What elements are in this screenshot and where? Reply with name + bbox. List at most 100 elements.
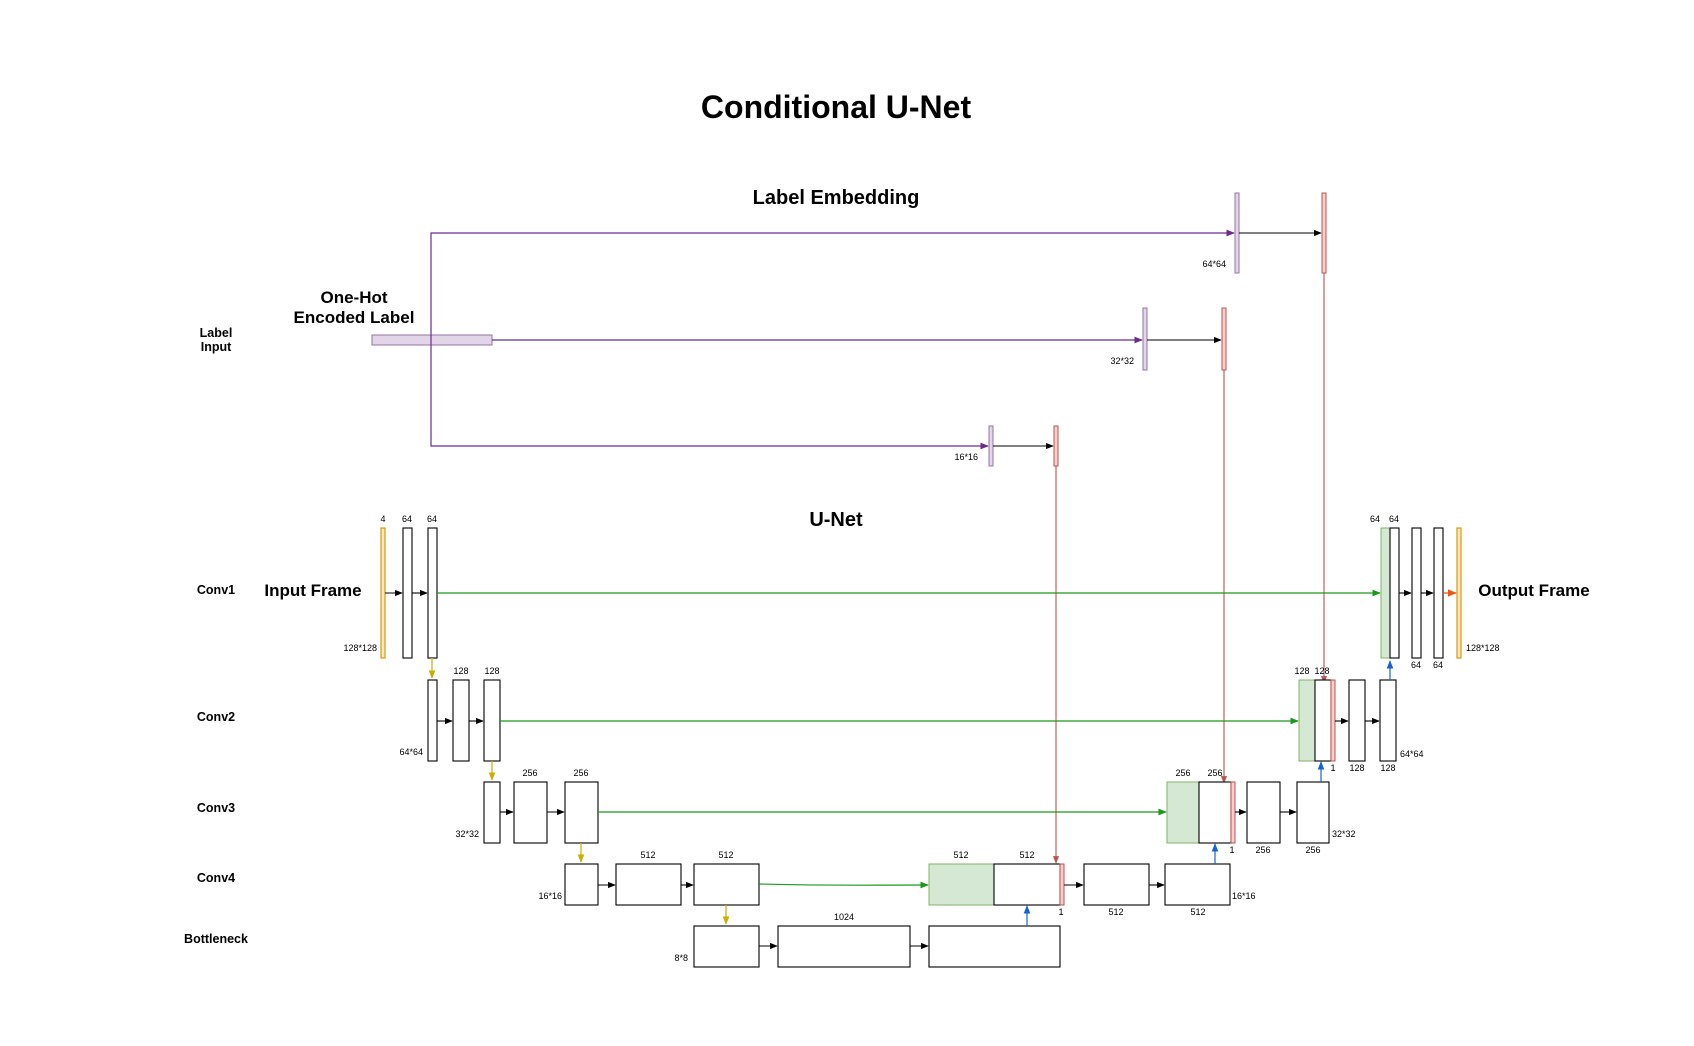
dec-c2-label-block — [1330, 679, 1336, 762]
dec-c4-size-label: 16*16 — [1232, 891, 1256, 901]
label-to-embed16-arrow — [430, 340, 989, 450]
dec-c4-label-block — [1059, 863, 1065, 906]
dec-c3-out-a-label: 256 — [1255, 845, 1270, 855]
input-frame-label: Input Frame — [264, 581, 361, 600]
enc-c4-conv-a — [615, 863, 682, 906]
row-label-label-input-line2: Input — [201, 340, 232, 354]
enc-c2-size-label: 64*64 — [399, 747, 423, 757]
enc-c3-ch-a-label: 256 — [522, 768, 537, 778]
dec-c2-skip-ch-label: 128 — [1294, 666, 1309, 676]
enc-c1-conv-b — [427, 527, 438, 659]
skip-c4-arrow — [758, 881, 929, 889]
dec-c3-label-block — [1230, 781, 1236, 844]
row-label-conv3: Conv3 — [197, 801, 235, 815]
bn-size-label: 8*8 — [674, 953, 688, 963]
dec-c3-out-b-label: 256 — [1305, 845, 1320, 855]
embed32-size-label: 32*32 — [1110, 356, 1134, 366]
bn-ch-label: 1024 — [834, 912, 854, 922]
dec-c1-skip-block — [1380, 527, 1391, 659]
dec-c1-conv-a — [1411, 527, 1422, 659]
embed32-reshape-bar — [1221, 307, 1227, 371]
enc-c1-conv-a — [402, 527, 413, 659]
enc-c3-size-label: 32*32 — [455, 829, 479, 839]
dec-c1-out-b-label: 64 — [1433, 660, 1443, 670]
dec-c3-up-ch-label: 256 — [1207, 768, 1222, 778]
embed64-size-label: 64*64 — [1202, 259, 1226, 269]
dec-c4-out-b-label: 512 — [1190, 907, 1205, 917]
embed64-linear-bar — [1234, 192, 1240, 274]
dec-c3-skip-ch-label: 256 — [1175, 768, 1190, 778]
enc-c2-conv-a — [452, 679, 470, 762]
dec-c2-size-label: 64*64 — [1400, 749, 1424, 759]
input-frame-bar — [380, 527, 386, 659]
dec-c1-up-ch-label: 64 — [1389, 514, 1399, 524]
output-frame-bar — [1456, 527, 1462, 659]
dec-c4-out-a-label: 512 — [1108, 907, 1123, 917]
dec-c1-out-a-label: 64 — [1411, 660, 1421, 670]
embed64-reshape-bar — [1321, 192, 1327, 274]
enc-c4-conv-b — [693, 863, 760, 906]
dec-c3-label-ch-label: 1 — [1229, 845, 1234, 855]
enc-c2-ch-a-label: 128 — [453, 666, 468, 676]
enc-c3-ch-b-label: 256 — [573, 768, 588, 778]
dec-c1-conv-b — [1433, 527, 1444, 659]
enc-c3-conv-b — [564, 781, 599, 844]
dec-c3-conv-b — [1296, 781, 1330, 844]
dec-c1-skip-ch-label: 64 — [1370, 514, 1380, 524]
one-hot-label-line1: One-Hot — [320, 288, 387, 307]
enc-c1-in-ch-label: 4 — [380, 514, 385, 524]
output-frame-label: Output Frame — [1478, 581, 1589, 600]
bn-input — [693, 925, 760, 968]
dec-c4-skip-block — [928, 863, 995, 906]
row-label-bottleneck: Bottleneck — [184, 932, 248, 946]
dec-c4-label-ch-label: 1 — [1058, 907, 1063, 917]
bn-conv-a — [777, 925, 911, 968]
embed32-linear-bar — [1142, 307, 1148, 371]
enc-c2-input — [427, 679, 438, 762]
enc-c3-conv-a — [513, 781, 548, 844]
enc-c4-size-label: 16*16 — [538, 891, 562, 901]
embed16-linear-bar — [988, 425, 994, 467]
enc-c4-input — [564, 863, 599, 906]
enc-c2-conv-b — [483, 679, 501, 762]
dec-c1-up-block — [1389, 527, 1400, 659]
dec-c3-skip-block — [1166, 781, 1200, 844]
enc-c4-ch-b-label: 512 — [718, 850, 733, 860]
row-label-conv2: Conv2 — [197, 710, 235, 724]
dec-c4-conv-a — [1083, 863, 1150, 906]
enc-c1-ch-b-label: 64 — [427, 514, 437, 524]
dec-c2-up-ch-label: 128 — [1314, 666, 1329, 676]
dec-c3-size-label: 32*32 — [1332, 829, 1356, 839]
diagram-title: Conditional U-Net — [701, 89, 972, 125]
dec-c2-label-ch-label: 1 — [1330, 763, 1335, 773]
dec-c2-skip-block — [1298, 679, 1316, 762]
dec-c4-up-block — [993, 863, 1061, 906]
label-embedding-heading: Label Embedding — [753, 187, 920, 209]
embed16-reshape-bar — [1053, 425, 1059, 467]
row-label-label-input-line1: Label — [200, 326, 233, 340]
bn-conv-b — [928, 925, 1061, 968]
enc-c1-size-label: 128*128 — [343, 643, 377, 653]
one-hot-label-bar — [371, 334, 493, 346]
dec-c4-skip-ch-label: 512 — [953, 850, 968, 860]
unet-heading: U-Net — [809, 509, 863, 531]
dec-c2-out-a-label: 128 — [1349, 763, 1364, 773]
row-label-conv4: Conv4 — [197, 871, 235, 885]
enc-c4-ch-a-label: 512 — [640, 850, 655, 860]
row-label-conv1: Conv1 — [197, 583, 235, 597]
dec-c4-conv-b — [1164, 863, 1231, 906]
embed16-size-label: 16*16 — [954, 452, 978, 462]
dec-c3-conv-a — [1246, 781, 1281, 844]
enc-c3-input — [483, 781, 501, 844]
enc-c1-ch-a-label: 64 — [402, 514, 412, 524]
dec-c4-up-ch-label: 512 — [1019, 850, 1034, 860]
one-hot-label-line2: Encoded Label — [294, 308, 415, 327]
dec-c1-size-label: 128*128 — [1466, 643, 1500, 653]
label-to-embed64-arrow — [430, 229, 1235, 340]
dec-c2-conv-a — [1348, 679, 1366, 762]
dec-c2-out-b-label: 128 — [1380, 763, 1395, 773]
dec-c2-up-block — [1314, 679, 1332, 762]
dec-c2-conv-b — [1379, 679, 1397, 762]
